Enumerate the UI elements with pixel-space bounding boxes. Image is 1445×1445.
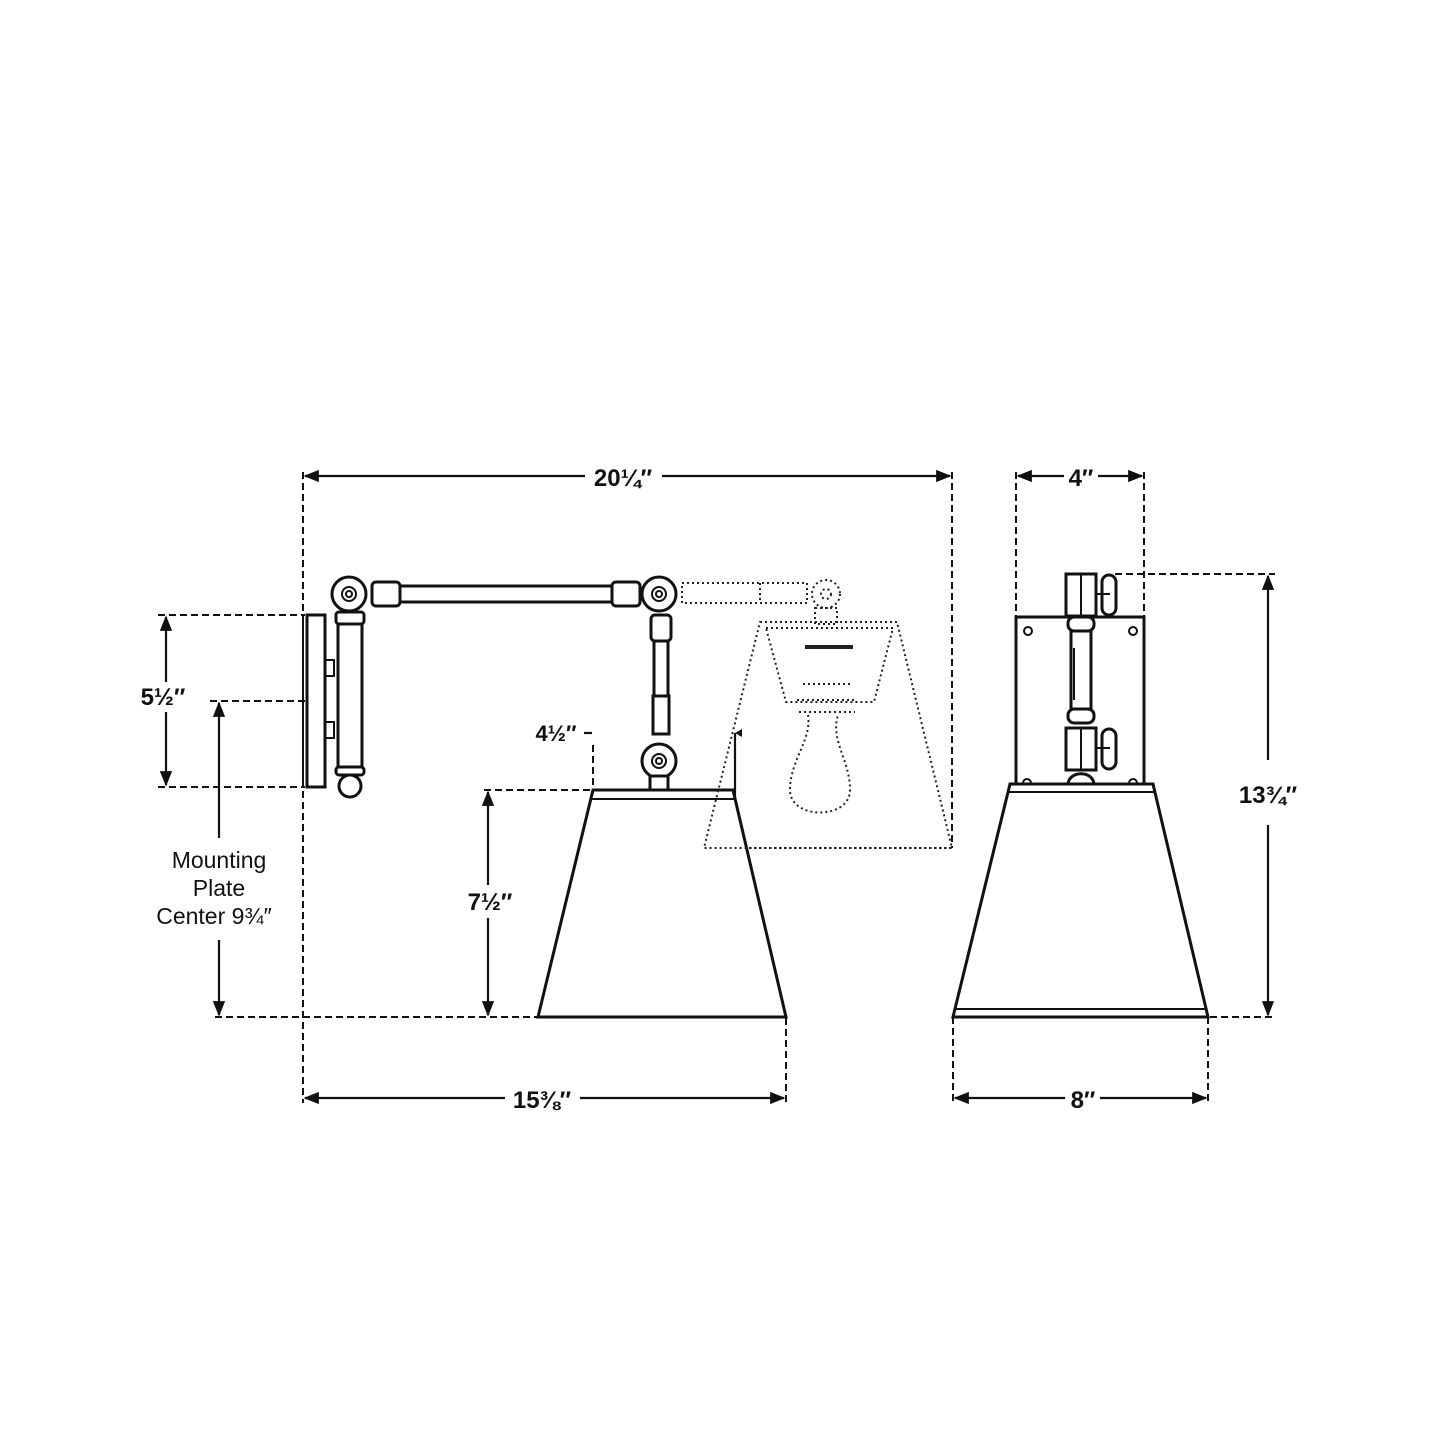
dimension-shade-width: 8″ (953, 1087, 1208, 1114)
dimension-backplate-width: 4″ (1016, 465, 1144, 492)
front-swivel (1022, 572, 1138, 788)
dimension-shade-offset: 4½″ (535, 721, 742, 848)
mounting-label-line2: Plate (193, 875, 245, 901)
front-view: 4″ 8″ 13¾″ (951, 465, 1298, 1114)
lower-arm (640, 613, 678, 792)
side-view: 20¼″ 15⅜″ 5½″ Mounting Plate Center 9¾″ … (141, 465, 954, 1114)
dimension-overall-height: 13¾″ (1239, 574, 1298, 1017)
dimension-backplate-height: 5½″ (141, 615, 186, 787)
dimension-label-backplate-height: 5½″ (141, 684, 186, 711)
mounting-label-line1: Mounting (172, 847, 267, 873)
dimension-mounting-center: Mounting Plate Center 9¾″ (156, 701, 272, 1017)
shade-front (951, 782, 1210, 1019)
dimension-label-retracted-extension: 15⅜″ (513, 1087, 572, 1114)
upper-arm (330, 575, 678, 613)
backplate-side (302, 613, 335, 789)
swivel-post (334, 610, 366, 799)
mounting-label-line3: Center 9¾″ (156, 903, 272, 929)
dimension-label-shade-height: 7½″ (468, 889, 513, 916)
extended-position-ghost (681, 579, 954, 849)
dimension-label-overall-extension: 20¼″ (594, 465, 653, 492)
dimension-overall-extension: 20¼″ (303, 465, 952, 492)
dimension-label-backplate-width: 4″ (1069, 465, 1094, 492)
dimension-retracted-extension: 15⅜″ (303, 1087, 786, 1114)
front-extension-lines (952, 472, 1275, 1103)
dimension-shade-height: 7½″ (468, 790, 513, 1017)
dimension-label-shade-width: 8″ (1071, 1087, 1096, 1114)
dimension-label-overall-height: 13¾″ (1239, 782, 1298, 809)
dimension-label-shade-offset: 4½″ (535, 721, 577, 746)
shade-side (536, 788, 788, 1019)
